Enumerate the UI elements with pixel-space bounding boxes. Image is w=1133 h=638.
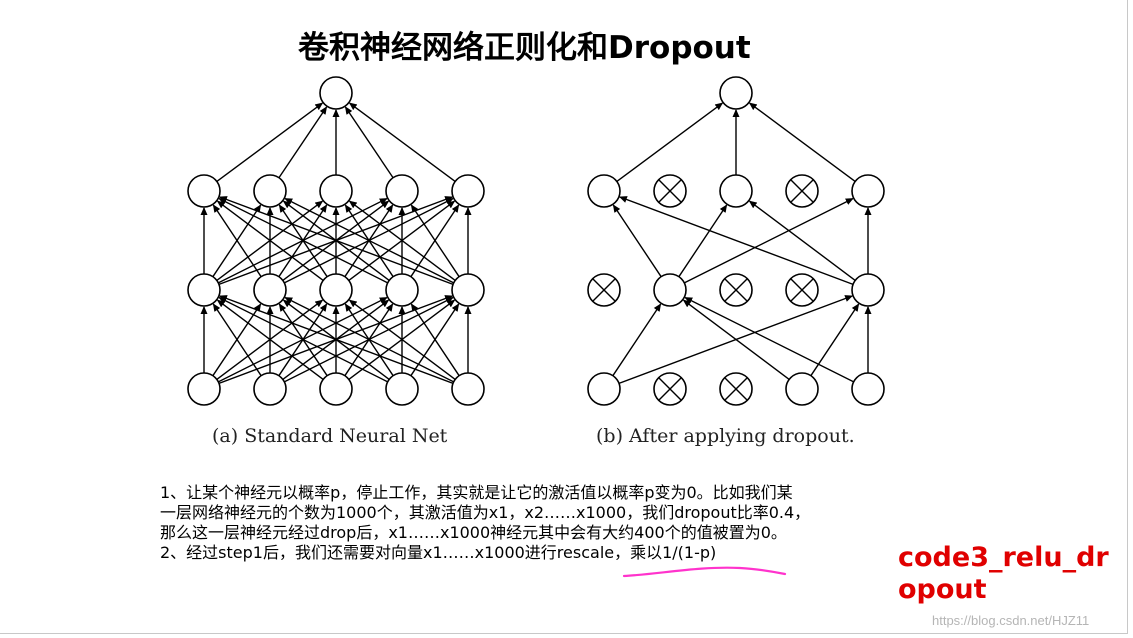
connection-arrow xyxy=(284,296,455,383)
code-file-label-line-1: code3_relu_dr xyxy=(898,542,1109,573)
connection-arrow xyxy=(348,200,456,281)
neuron xyxy=(587,174,621,208)
neuron xyxy=(451,174,485,208)
connection-arrow xyxy=(810,303,860,377)
dropout-neural-net xyxy=(587,76,885,406)
connection-arrow xyxy=(344,106,394,179)
drop-cross xyxy=(790,179,814,203)
connection-arrow xyxy=(216,102,324,183)
neuron xyxy=(851,174,885,208)
neuron xyxy=(187,372,221,406)
connection-arrow xyxy=(218,197,389,284)
connection-arrow xyxy=(748,102,856,183)
neuron xyxy=(253,174,287,208)
connection-arrow xyxy=(218,196,454,286)
explanation-line-3: 那么这一层神经元经过drop后，x1……x1000神经元其中会有大约400个的值… xyxy=(160,523,787,542)
neuron xyxy=(187,273,221,307)
neuron xyxy=(587,372,621,406)
neuron xyxy=(851,273,885,307)
pink-underline-annotation xyxy=(622,566,787,578)
connection-arrow xyxy=(683,197,854,284)
connection-arrow xyxy=(748,200,856,281)
neuron xyxy=(785,372,819,406)
drop-cross xyxy=(592,278,616,302)
connection-arrow xyxy=(348,102,456,183)
drop-cross xyxy=(790,278,814,302)
neuron xyxy=(385,372,419,406)
connection-arrow xyxy=(348,299,456,380)
neuron xyxy=(719,174,753,208)
connection-arrow xyxy=(678,204,728,278)
connection-arrow xyxy=(218,295,454,385)
neuron xyxy=(385,273,419,307)
connection-arrow xyxy=(612,204,662,278)
slide-title: 卷积神经网络正则化和Dropout xyxy=(298,30,751,66)
connection-arrow xyxy=(410,204,460,278)
neuron xyxy=(719,76,753,110)
connection-arrow xyxy=(616,102,724,183)
explanation-text: 1、让某个神经元以概率p，停止工作，其实就是让它的激活值以概率p变为0。比如我们… xyxy=(160,483,920,563)
neuron xyxy=(851,372,885,406)
code-file-label: code3_relu_dr opout xyxy=(898,542,1109,606)
explanation-line-1: 1、让某个神经元以概率p，停止工作，其实就是让它的激活值以概率p变为0。比如我们… xyxy=(160,483,793,502)
connection-arrow xyxy=(410,303,460,377)
connection-arrow xyxy=(216,200,324,281)
watermark: https://blog.csdn.net/HJZ11 xyxy=(932,613,1090,628)
caption-standard-net: (a) Standard Neural Net xyxy=(212,425,448,447)
connection-arrow xyxy=(684,296,855,383)
drop-cross xyxy=(658,377,682,401)
neuron xyxy=(451,372,485,406)
dropout-network-diagram: (a) Standard Neural Net (b) After applyi… xyxy=(187,76,885,447)
connection-arrow xyxy=(682,299,790,380)
standard-neural-net xyxy=(187,76,485,406)
connection-arrow xyxy=(212,204,262,278)
neuron xyxy=(319,273,353,307)
drop-cross xyxy=(724,377,748,401)
connection-arrow xyxy=(284,197,455,284)
neuron xyxy=(385,174,419,208)
neuron xyxy=(319,174,353,208)
connection-arrow xyxy=(618,196,854,286)
connection-arrow xyxy=(612,303,662,377)
neuron xyxy=(253,273,287,307)
neuron xyxy=(253,372,287,406)
neuron xyxy=(653,273,687,307)
connection-arrow xyxy=(218,296,389,383)
drop-cross xyxy=(658,179,682,203)
neuron xyxy=(319,372,353,406)
caption-after-dropout: (b) After applying dropout. xyxy=(596,425,855,447)
explanation-line-2: 一层网络神经元的个数为1000个，其激活值为x1，x2……x1000，我们dro… xyxy=(160,503,811,522)
connection-arrow xyxy=(278,106,328,179)
neuron xyxy=(451,273,485,307)
neuron xyxy=(187,174,221,208)
drop-cross xyxy=(724,278,748,302)
code-file-label-line-2: opout xyxy=(898,574,987,605)
connection-arrow xyxy=(216,299,324,380)
connection-arrow xyxy=(212,303,262,377)
neuron xyxy=(319,76,353,110)
explanation-line-4: 2、经过step1后，我们还需要对向量x1……x1000进行rescale，乘以… xyxy=(160,543,717,562)
